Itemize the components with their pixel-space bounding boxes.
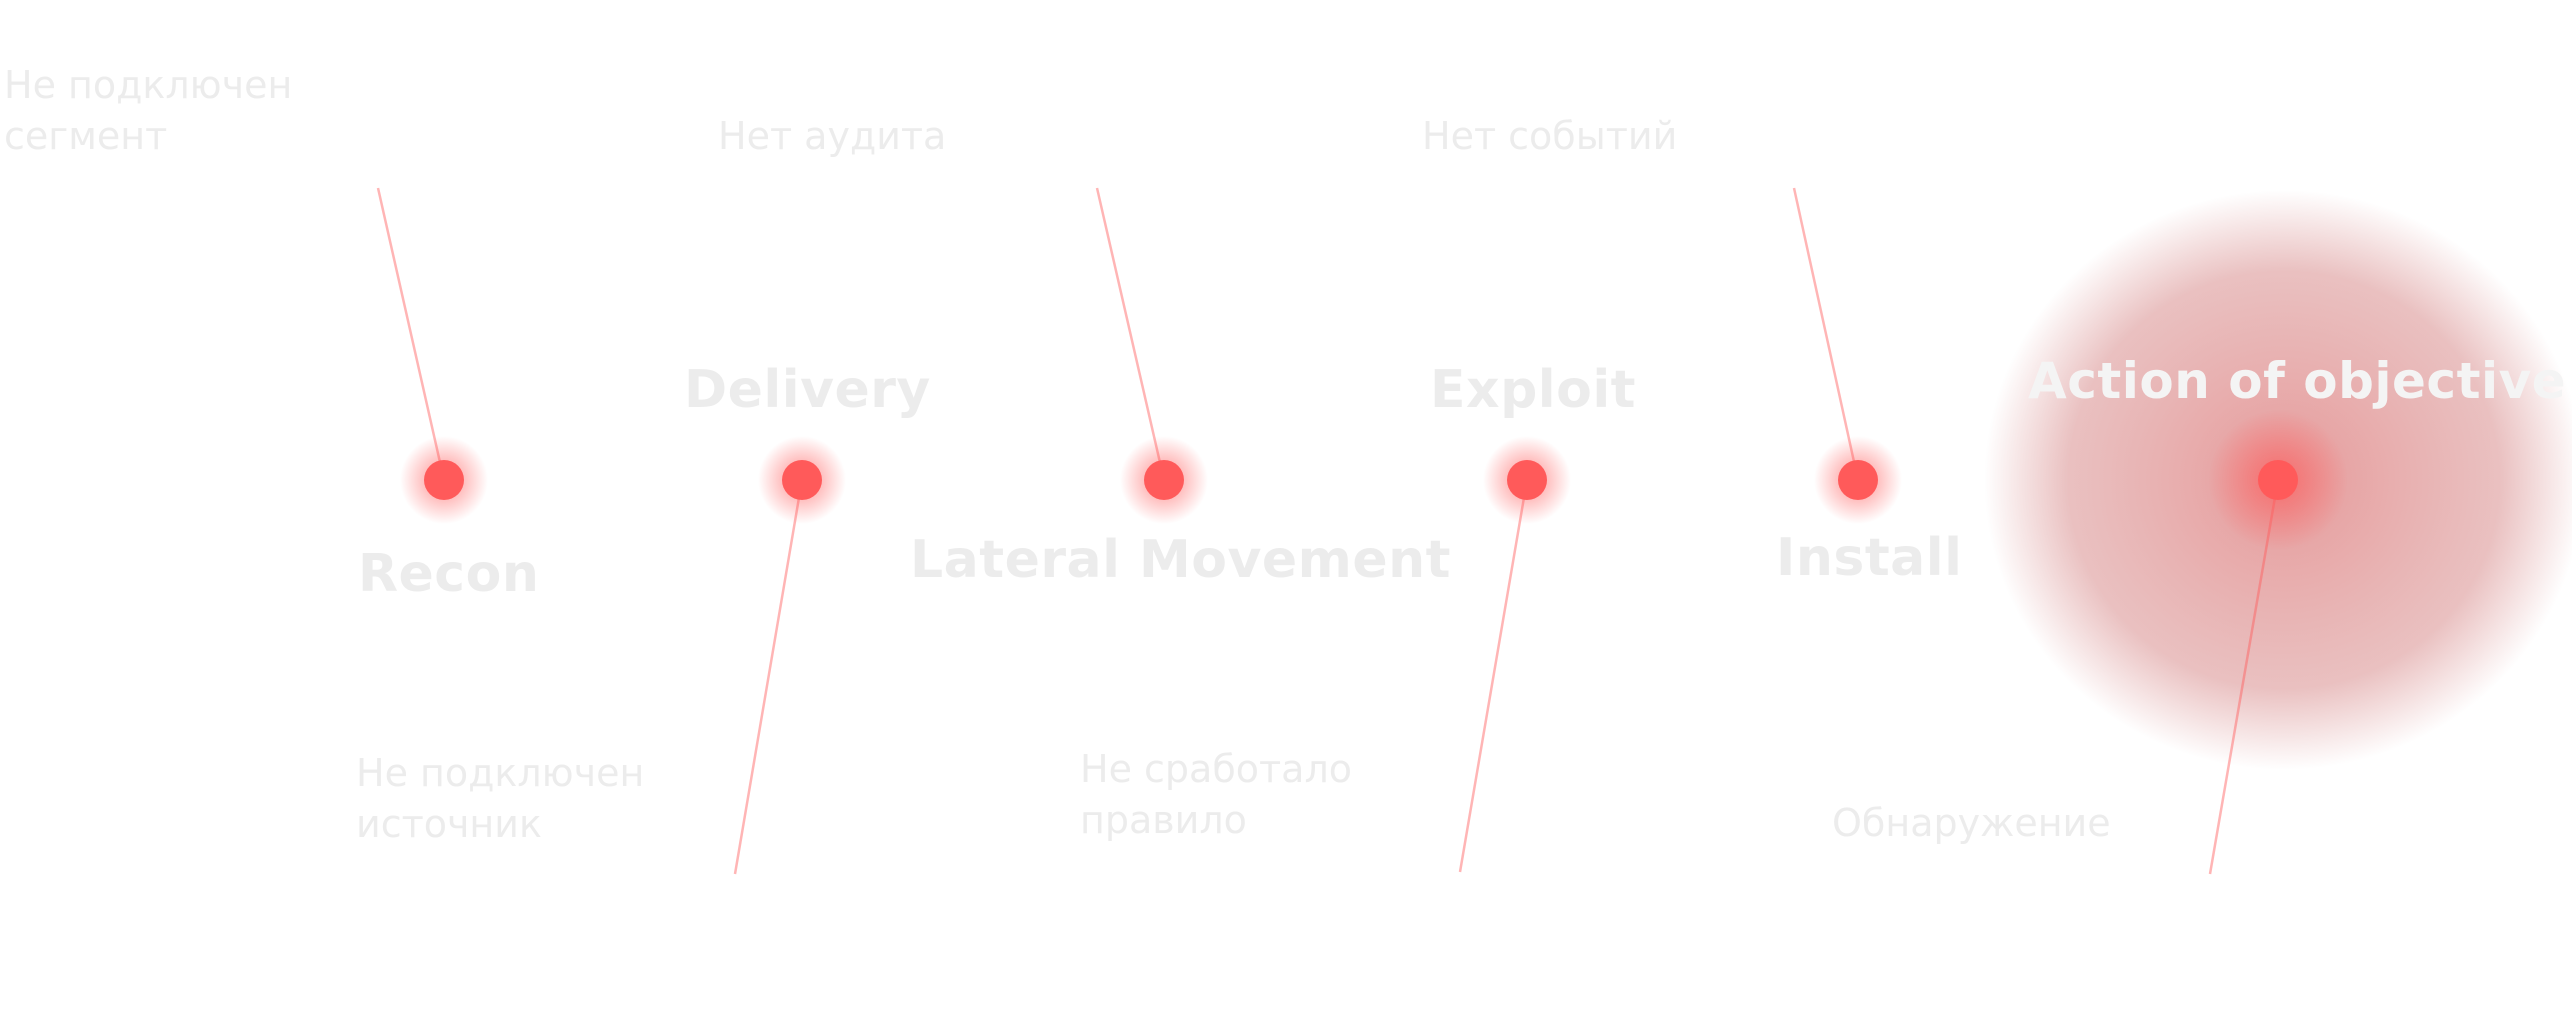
stage-label-action-of-objective: Action of objective [2028, 352, 2567, 410]
gap-note-line: правило [1080, 798, 1247, 842]
gap-note-line: Не подключен [356, 751, 645, 795]
gap-note-action-of-objective: Обнаружение [1832, 798, 2111, 849]
stage-node-delivery [782, 460, 822, 500]
gap-connector-delivery [733, 479, 804, 875]
gap-note-line: сегмент [4, 114, 168, 158]
gap-note-lateral-movement: Нет аудита [718, 111, 946, 162]
stage-node-action-of-objective [2258, 460, 2298, 500]
stage-label-install: Install [1776, 528, 1963, 588]
stage-label-lateral-movement: Lateral Movement [910, 530, 1451, 590]
gap-note-line: Нет аудита [718, 114, 947, 158]
gap-note-line: Не подключен [4, 63, 293, 107]
stage-node-exploit [1507, 460, 1547, 500]
gap-note-delivery: Не подключен источник [356, 748, 644, 850]
gap-note-line: Не сработало [1080, 747, 1352, 791]
stage-node-install [1838, 460, 1878, 500]
gap-connector-recon [376, 187, 446, 481]
stage-label-recon: Recon [358, 544, 540, 604]
gap-note-exploit: Не сработало правило [1080, 744, 1352, 846]
stage-label-exploit: Exploit [1430, 360, 1637, 420]
gap-connector-install [1792, 187, 1860, 481]
stage-node-recon [424, 460, 464, 500]
stage-nodes [400, 410, 2348, 550]
gap-note-line: источник [356, 802, 542, 846]
gap-note-line: Нет событий [1422, 114, 1678, 158]
gap-note-recon: Не подключен сегмент [4, 60, 292, 162]
gap-note-install: Нет событий [1422, 111, 1677, 162]
gap-connector-lateral-movement [1095, 187, 1166, 481]
gap-note-line: Обнаружение [1832, 801, 2111, 845]
gap-connectors [4, 186, 2280, 876]
gap-connector-exploit [1458, 479, 1529, 873]
stage-node-lateral-movement [1144, 460, 1184, 500]
stage-label-delivery: Delivery [684, 360, 931, 420]
